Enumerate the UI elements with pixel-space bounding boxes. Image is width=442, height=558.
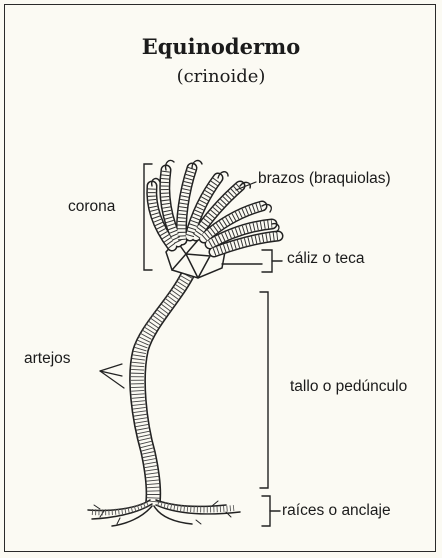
artejos-leaders (100, 364, 124, 388)
tallo-bracket (260, 292, 268, 488)
roots (88, 500, 240, 526)
raices-bracket (262, 496, 280, 526)
label-tallo: tallo o pedúnculo (290, 378, 407, 396)
stalk (130, 272, 196, 502)
label-raices: raíces o anclaje (282, 502, 391, 520)
caliz-bracket (222, 250, 282, 272)
label-caliz: cáliz o teca (287, 250, 365, 268)
label-artejos: artejos (24, 350, 71, 368)
label-corona: corona (68, 198, 115, 216)
label-brazos: brazos (braquiolas) (258, 170, 391, 188)
